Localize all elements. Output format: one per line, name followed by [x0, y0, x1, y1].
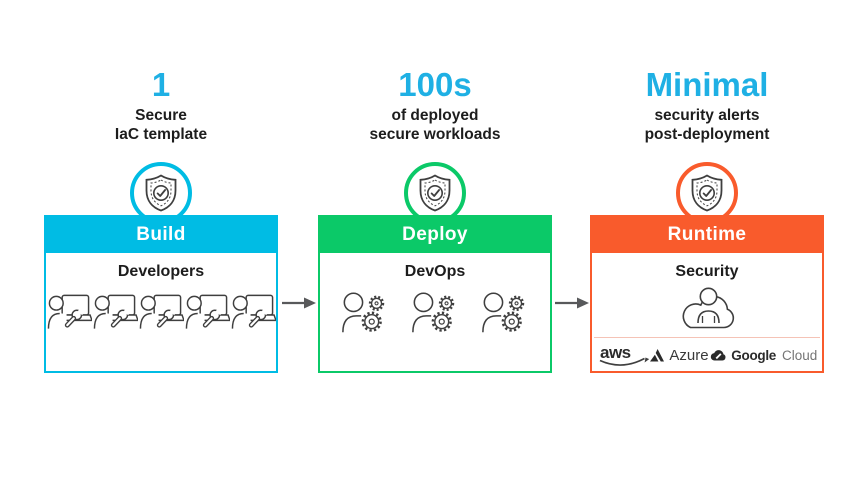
shield-check-icon — [691, 174, 723, 212]
runtime-stage-header: Runtime — [592, 217, 822, 253]
runtime-headline-count: Minimal — [645, 66, 769, 103]
build-shield-badge — [130, 162, 192, 224]
google-cloud-logo: Google Cloud — [709, 348, 817, 363]
developer-laptop-wrench-icon — [93, 294, 138, 329]
shield-check-icon — [145, 174, 177, 212]
shield-check-icon — [419, 174, 451, 212]
build-role-label: Developers — [117, 263, 205, 280]
deploy-role-label: DevOps — [404, 263, 466, 280]
runtime-role-label: Security — [675, 263, 739, 280]
deploy-stage-box: Deploy DevOps — [318, 215, 552, 373]
aws-wordmark: aws — [600, 343, 631, 362]
build-stage-box: Build Developers — [44, 215, 278, 373]
build-headline-count: 1 — [151, 66, 171, 103]
runtime-headline-sub1: security alerts — [654, 107, 760, 124]
azure-label: Azure — [669, 346, 709, 364]
developer-laptop-wrench-icon — [47, 294, 92, 329]
cloud-word: Cloud — [782, 347, 818, 363]
developer-laptop-wrench-icon — [139, 294, 184, 329]
stage-column-deploy: 100s of deployed secure workloads Deploy… — [318, 0, 552, 430]
stage-column-build: 1 Secure IaC template Build Developers — [44, 0, 278, 430]
deploy-stage-body: DevOps — [320, 253, 550, 371]
cloud-user-icon — [682, 287, 735, 329]
google-word: Google — [731, 347, 776, 363]
providers-divider — [594, 337, 820, 338]
runtime-stage-box: Runtime Security aws — [590, 215, 824, 373]
deploy-stage-header: Deploy — [320, 217, 550, 253]
build-headline-sub1: Secure — [135, 107, 187, 124]
stage-column-runtime: Minimal security alerts post-deployment … — [590, 0, 824, 430]
cloud-providers-row: aws Azure — [592, 339, 822, 371]
azure-triangle-icon — [650, 348, 665, 361]
developer-laptop-wrench-icon — [231, 294, 276, 329]
cloud-user-wrap — [592, 283, 822, 333]
build-stage-header: Build — [46, 217, 276, 253]
deploy-headline-sub1: of deployed — [391, 107, 479, 124]
deploy-headline-sub2: secure workloads — [369, 126, 501, 143]
aws-logo-icon: aws — [599, 343, 649, 366]
developer-laptop-wrench-icon — [185, 294, 230, 329]
devops-icon-row — [320, 289, 550, 335]
devops-gears-icon — [342, 292, 385, 333]
build-stage-body: Developers — [46, 253, 276, 371]
right-arrow-icon — [555, 297, 589, 309]
developers-icon-row — [46, 293, 276, 333]
right-arrow-icon — [282, 297, 316, 309]
runtime-headline-sub2: post-deployment — [644, 126, 770, 143]
build-headline-sub2: IaC template — [114, 126, 208, 143]
deploy-shield-badge — [404, 162, 466, 224]
runtime-shield-badge — [676, 162, 738, 224]
devops-gears-icon — [412, 292, 455, 333]
aws-logo: aws — [597, 342, 649, 369]
azure-logo: Azure — [649, 346, 709, 364]
runtime-stage-body: Security aws — [592, 253, 822, 371]
devops-gears-icon — [482, 292, 525, 333]
google-cloud-icon — [711, 350, 726, 361]
deploy-headline-count: 100s — [398, 66, 472, 103]
